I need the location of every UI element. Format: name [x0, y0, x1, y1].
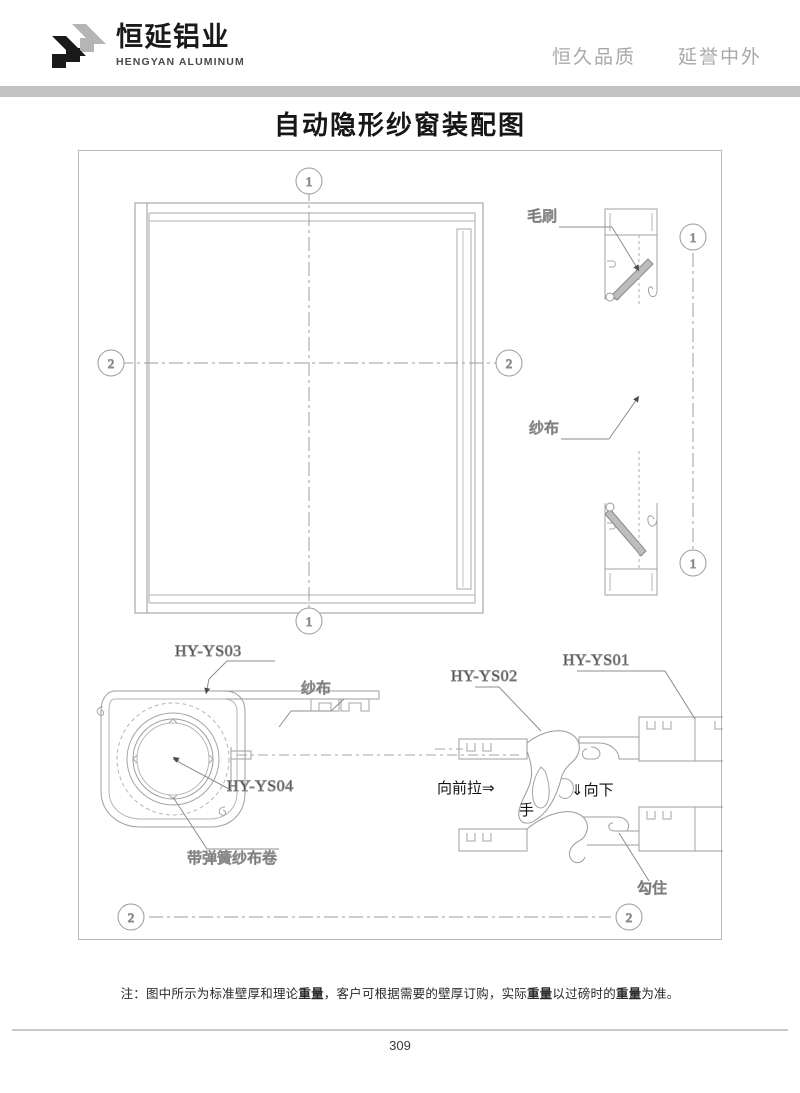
label-hy-ys04: HY-YS04 — [227, 778, 294, 795]
detail-section-bottom — [604, 451, 658, 596]
label-hand: 手 — [519, 801, 534, 819]
profile-hy-ys03-ys04 — [96, 690, 380, 828]
company-logo: 恒延铝业 HENGYAN ALUMINUM — [50, 22, 245, 70]
tagline-left: 恒久品质 — [551, 46, 636, 68]
detail-marker-top: 1 — [679, 223, 707, 251]
label-hy-ys01: HY-YS01 — [563, 652, 630, 669]
label-hy-ys03: HY-YS03 — [175, 643, 242, 660]
page-title: 自动隐形纱窗装配图 — [273, 111, 526, 141]
note-middle: ，客户可根据需要的壁厚订购，实际 — [323, 986, 527, 1001]
svg-text:2: 2 — [108, 356, 115, 371]
svg-text:1: 1 — [306, 614, 313, 629]
profile-handle-lower — [458, 806, 723, 864]
label-spring-roll: 带弹簧纱布卷 — [187, 849, 277, 867]
label-pull-forward: 向前拉⇒ — [437, 779, 495, 797]
note-bold-2: 重量 — [526, 986, 553, 1001]
label-mesh-upper: 纱布 — [529, 419, 559, 437]
label-hook: 勾住 — [637, 879, 667, 897]
section-marker-top: 1 — [295, 167, 323, 195]
bottom-section-marker-left: 2 — [117, 903, 145, 931]
page-number: 309 — [389, 1038, 411, 1053]
bottom-section-marker-right: 2 — [615, 903, 643, 931]
detail-section-top — [604, 208, 658, 306]
label-push-down: ⇓向下 — [571, 781, 614, 799]
note-bold-3: 重量 — [615, 986, 642, 1001]
hy-monogram-icon — [52, 24, 106, 68]
tagline-right: 延誉中外 — [677, 46, 762, 68]
svg-text:2: 2 — [506, 356, 513, 371]
logo-company-name-en: HENGYAN ALUMINUM — [116, 55, 245, 68]
page-header: 恒延铝业 HENGYAN ALUMINUM 恒久品质 延誉中外 — [0, 0, 800, 86]
label-brush: 毛刷 — [527, 207, 557, 225]
footer-divider-bar — [12, 1029, 788, 1031]
technical-drawing-frame: 1 1 2 2 — [78, 150, 723, 940]
assembly-drawing: 1 1 2 2 — [96, 167, 723, 931]
svg-text:2: 2 — [626, 910, 633, 925]
svg-text:1: 1 — [306, 174, 313, 189]
logo-company-name-cn: 恒延铝业 — [116, 22, 230, 54]
header-divider-bar — [0, 86, 800, 97]
svg-text:1: 1 — [690, 230, 697, 245]
section-marker-right: 2 — [495, 349, 523, 377]
label-mesh-lower: 纱布 — [301, 679, 331, 697]
label-hy-ys02: HY-YS02 — [451, 668, 518, 685]
note-suffix: 为准。 — [641, 986, 680, 1001]
profile-handle-upper — [458, 716, 723, 824]
svg-text:1: 1 — [690, 556, 697, 571]
note-middle-2: 以过磅时的 — [552, 986, 616, 1001]
section-marker-left: 2 — [97, 349, 125, 377]
svg-text:2: 2 — [128, 910, 135, 925]
section-marker-bottom: 1 — [295, 607, 323, 635]
detail-marker-bottom: 1 — [679, 549, 707, 577]
note-bold-1: 重量 — [298, 986, 324, 1001]
header-tagline: 恒久品质 延誉中外 — [552, 42, 762, 69]
note-prefix: 注：图中所示为标准壁厚和理论 — [120, 986, 299, 1001]
footnote: 注：图中所示为标准壁厚和理论重量，客户可根据需要的壁厚订购，实际重量以过磅时的重… — [0, 983, 800, 1002]
